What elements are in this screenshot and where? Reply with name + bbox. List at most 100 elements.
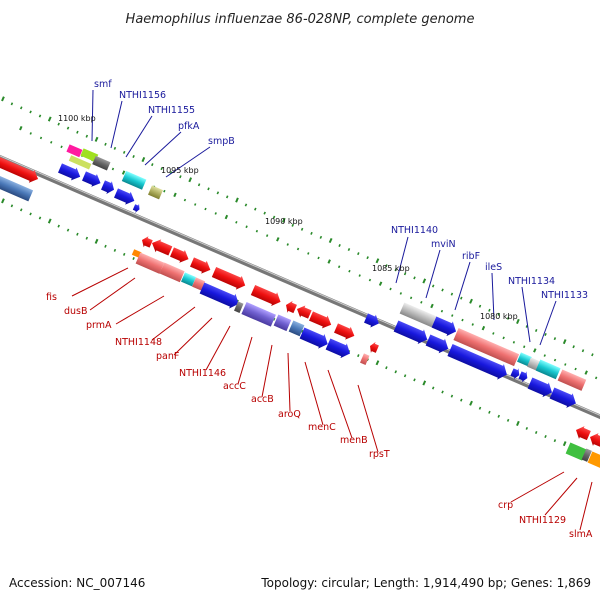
mid-scale-tick (358, 274, 361, 277)
gene-label-menc: menC (308, 422, 336, 433)
inner-scale-tick (478, 406, 482, 410)
gene-red-d[interactable] (211, 265, 248, 292)
gene-iles[interactable] (447, 342, 511, 382)
gene-prma[interactable] (159, 262, 185, 283)
inner-scale-tick (122, 252, 126, 256)
gene-crp-red[interactable] (573, 424, 591, 442)
gene-slma[interactable] (587, 451, 600, 469)
gene-lime-strip[interactable] (68, 155, 92, 170)
gene-red-f[interactable] (283, 299, 297, 315)
gene-blue-3[interactable] (100, 179, 117, 197)
gene-nthi1156[interactable] (92, 155, 111, 171)
gene-pfka[interactable] (113, 187, 137, 208)
genome-backbone (0, 154, 600, 420)
scale-label-1090: 1090 kbp (265, 217, 303, 226)
outer-scale-tick (57, 122, 60, 126)
gene-rpst-pink[interactable] (360, 353, 370, 365)
mid-scale-tick (235, 220, 238, 224)
mid-scale-tick (121, 170, 126, 175)
gene-blue-small-1[interactable] (510, 366, 522, 380)
inner-scale-tick (104, 244, 107, 248)
gene-rpst-arrow[interactable] (368, 340, 380, 354)
gene-magenta-smf[interactable] (66, 144, 83, 158)
mid-scale-tick (481, 325, 486, 331)
outer-scale-tick (553, 337, 557, 341)
gene-red-g[interactable] (294, 303, 312, 320)
gene-nthi1155[interactable] (121, 170, 147, 190)
mid-scale-tick (173, 192, 177, 198)
gene-panf[interactable] (199, 281, 242, 312)
gene-nthi1148[interactable] (181, 272, 196, 287)
connector-menb (327, 369, 353, 439)
mid-scale-tick (378, 281, 383, 286)
gene-nthi1140[interactable] (399, 302, 438, 328)
gene-left-steel[interactable] (0, 174, 34, 202)
gene-blue-small-2[interactable] (518, 369, 530, 383)
outer-scale-tick (281, 217, 286, 223)
gene-gray-small[interactable] (527, 357, 541, 371)
gene-blue-r1[interactable] (393, 319, 431, 347)
outer-scale-tick (338, 243, 341, 248)
gene-nthi1129[interactable] (581, 448, 592, 462)
gene-nthi1133[interactable] (535, 359, 561, 380)
gene-panf-pink[interactable] (192, 277, 206, 291)
gene-red-i[interactable] (333, 322, 357, 343)
gene-blue-r2[interactable] (425, 333, 452, 356)
outer-scale-tick (263, 211, 266, 215)
mid-scale-tick (29, 132, 32, 135)
gene-red-c[interactable] (189, 256, 213, 277)
outer-scale-tick (441, 288, 444, 292)
gene-ribf[interactable] (453, 328, 520, 367)
gene-label-fis: fis (46, 292, 57, 303)
outer-scale-tick (562, 339, 567, 345)
gene-red-b[interactable] (169, 246, 191, 266)
gene-label-nthi1134: NTHI1134 (508, 276, 555, 287)
gene-green-crp[interactable] (565, 442, 587, 461)
gene-red-e[interactable] (250, 283, 283, 309)
gene-fis-arrow[interactable] (140, 234, 154, 249)
mid-scale-tick (348, 269, 351, 273)
gene-pink-right[interactable] (557, 369, 587, 391)
gene-blue-r3[interactable] (527, 376, 555, 400)
gene-label-nthi1148: NTHI1148 (115, 337, 162, 348)
gene-accc[interactable] (241, 302, 276, 327)
gene-blue-1085[interactable] (363, 312, 381, 330)
gene-aroq[interactable] (288, 320, 305, 337)
mid-scale-tick (50, 140, 53, 144)
gene-blue-2[interactable] (81, 170, 103, 190)
gene-blue-r4[interactable] (549, 386, 579, 411)
inner-scale-tick (562, 441, 567, 447)
inner-scale-tick (357, 354, 360, 358)
outer-scale-tick (188, 177, 193, 183)
connector-crp (510, 471, 565, 503)
outer-scale-tick (366, 256, 369, 260)
gene-nthi1134[interactable] (517, 352, 532, 367)
mid-scale-tick (564, 363, 567, 366)
mid-scale-tick (512, 341, 516, 344)
gene-label-nthi1133: NTHI1133 (541, 290, 588, 301)
inner-scale-tick (441, 390, 444, 394)
gene-red-edge[interactable] (587, 431, 600, 449)
gene-label-panf: panF (156, 351, 179, 362)
gene-left-red[interactable] (0, 154, 41, 186)
mid-scale-tick (337, 265, 341, 269)
gene-menb[interactable] (325, 337, 353, 361)
gene-blue-1[interactable] (57, 162, 83, 184)
gene-label-iles: ileS (485, 262, 502, 273)
gene-mvin[interactable] (431, 315, 459, 339)
gene-accb[interactable] (273, 314, 292, 332)
outer-scale-tick (469, 298, 473, 304)
gene-small-blue[interactable] (132, 202, 141, 214)
gene-smpb[interactable] (148, 185, 163, 200)
outer-scale-tick (141, 156, 146, 163)
gene-dusb[interactable] (135, 252, 165, 274)
gene-label-nthi1129: NTHI1129 (519, 515, 566, 526)
gene-red-a[interactable] (149, 237, 173, 258)
gene-red-h[interactable] (308, 310, 334, 332)
gene-menc[interactable] (299, 326, 331, 352)
gene-green-smf[interactable] (80, 148, 99, 163)
gene-nthi1146[interactable] (234, 301, 244, 313)
inner-scale-tick (534, 430, 538, 435)
outer-scale-tick (19, 106, 23, 110)
